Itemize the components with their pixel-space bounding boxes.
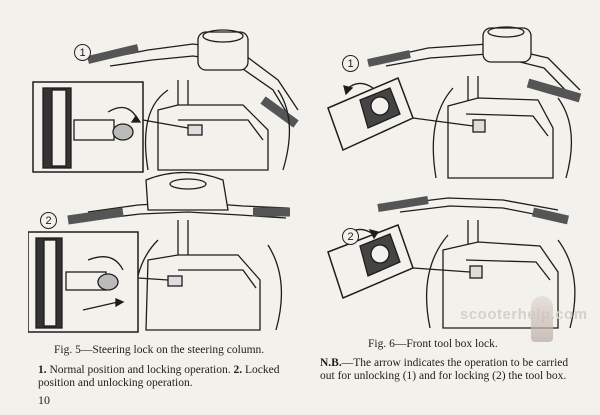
nb-label: N.B. xyxy=(320,357,342,369)
item-2-text: Locked position and unlocking operation. xyxy=(38,364,280,389)
site-watermark: scooterhelp.com xyxy=(460,306,588,323)
fig5-caption: Fig. 5—Steering lock on the steering col… xyxy=(54,344,265,356)
item-2-label: 2. xyxy=(233,364,243,376)
fig6-illustration-1 xyxy=(318,18,590,183)
item-1-label: 1. xyxy=(38,364,47,376)
fig6-caption: Fig. 6—Front tool box lock. xyxy=(368,338,498,350)
nb-note: N.B.—The arrow indicates the operation t… xyxy=(320,357,580,383)
item-1-text: Normal position and locking operation. xyxy=(46,364,234,376)
fig5-illustration-2 xyxy=(28,160,308,338)
fig6-illustration-2 xyxy=(318,180,590,330)
fig6-marker-1: 1 xyxy=(342,55,359,72)
watermark-figure-icon xyxy=(531,296,553,342)
fig5-description: 1. Normal position and locking operation… xyxy=(38,364,300,390)
fig5-marker-2: 2 xyxy=(40,212,57,229)
fig6-marker-2: 2 xyxy=(342,228,359,245)
fig5-marker-1: 1 xyxy=(74,44,91,61)
fig5-illustration-1 xyxy=(28,20,308,185)
page-number: 10 xyxy=(38,393,50,407)
nb-text: —The arrow indicates the operation to be… xyxy=(320,357,569,382)
